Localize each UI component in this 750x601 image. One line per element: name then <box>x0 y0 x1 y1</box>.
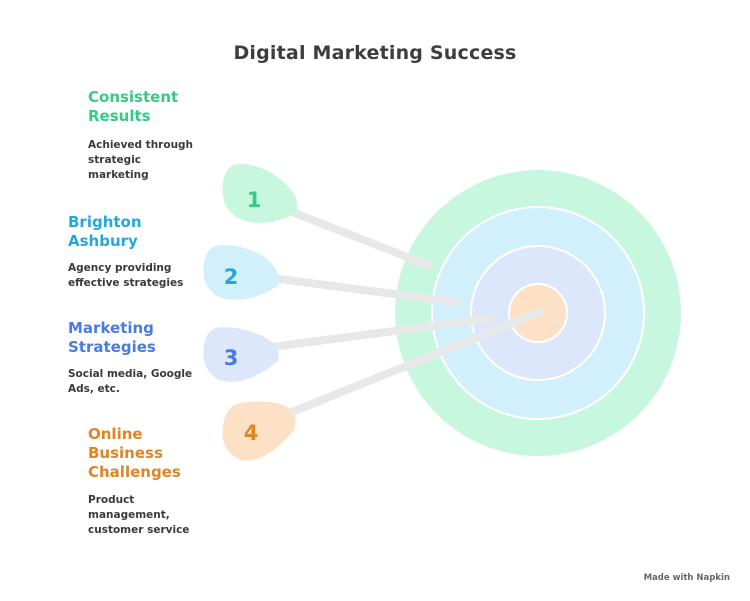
item-1-title: Consistent Results <box>88 88 179 125</box>
badge-3-number: 3 <box>224 346 239 370</box>
badge-4-shape <box>222 401 296 461</box>
diagram-title: Digital Marketing Success <box>233 42 517 64</box>
arrow-2 <box>268 274 459 306</box>
arrow-3 <box>268 314 497 351</box>
made-with-footer[interactable]: Made with Napkin <box>643 573 730 583</box>
item-2-title: Brighton Ashbury <box>68 213 142 250</box>
item-4-title: Online Business Challenges <box>88 425 181 481</box>
item-4-description: Product management, customer service <box>88 494 190 536</box>
badge-2-number: 2 <box>224 265 239 289</box>
item-1-description: Achieved through strategic marketing <box>88 139 194 181</box>
item-2-description: Agency providing effective strategies <box>68 262 184 289</box>
badge-2-shape <box>203 245 279 300</box>
arrow-1 <box>288 208 432 269</box>
badge-1-shape <box>222 164 298 223</box>
badge-1-number: 1 <box>247 188 262 212</box>
arrow-4 <box>288 308 544 416</box>
item-3-title: Marketing Strategies <box>68 319 156 356</box>
badge-4-number: 4 <box>244 421 259 445</box>
badge-3-shape <box>203 327 279 382</box>
item-3-description: Social media, Google Ads, etc. <box>68 368 193 395</box>
